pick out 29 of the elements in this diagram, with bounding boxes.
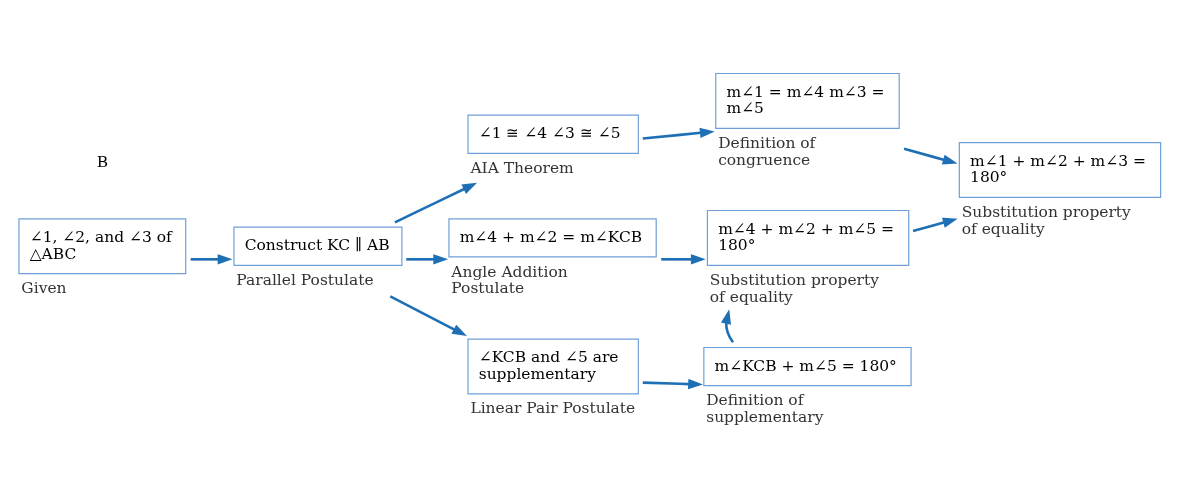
node-label: Definition of supplementary bbox=[706, 390, 824, 426]
arrow bbox=[912, 217, 958, 232]
node-label: Substitution property of equality bbox=[709, 270, 879, 305]
node-label: Definition of congruence bbox=[718, 133, 816, 169]
node-box: m∠1 + m∠2 + m∠3 = 180° bbox=[958, 141, 1162, 198]
node-label: Substitution property of equality bbox=[961, 202, 1131, 238]
arrow bbox=[394, 182, 478, 224]
arrow bbox=[406, 253, 449, 264]
arrow bbox=[642, 127, 715, 140]
node-box: m∠1 = m∠4 m∠3 = m∠5 bbox=[715, 72, 900, 129]
node-box: ∠1, ∠2, and ∠3 of △ABC bbox=[18, 217, 187, 274]
arrow bbox=[661, 253, 706, 264]
node-box: ∠1 ≅ ∠4 ∠3 ≅ ∠5 bbox=[467, 114, 639, 154]
node-box: Construct KC ∥ AB bbox=[233, 226, 403, 266]
node-label: Linear Pair Postulate bbox=[470, 398, 636, 417]
node-label: Given bbox=[21, 278, 67, 297]
node-label: AIA Theorem bbox=[470, 158, 574, 177]
node-label: Parallel Postulate bbox=[236, 270, 374, 289]
arrow bbox=[190, 253, 233, 264]
arrow bbox=[903, 147, 958, 165]
node-box: m∠4 + m∠2 + m∠5 = 180° bbox=[706, 209, 910, 266]
node-box: ∠KCB and ∠5 are supplementary bbox=[467, 338, 639, 395]
node-label: Angle Addition Postulate bbox=[451, 261, 568, 297]
label: B bbox=[96, 152, 109, 171]
node-box: m∠4 + m∠2 = m∠KCB bbox=[448, 217, 657, 258]
arrow bbox=[642, 378, 703, 389]
node-box: m∠KCB + m∠5 = 180° bbox=[703, 346, 912, 386]
arrow bbox=[389, 294, 467, 336]
arrow bbox=[720, 308, 735, 343]
